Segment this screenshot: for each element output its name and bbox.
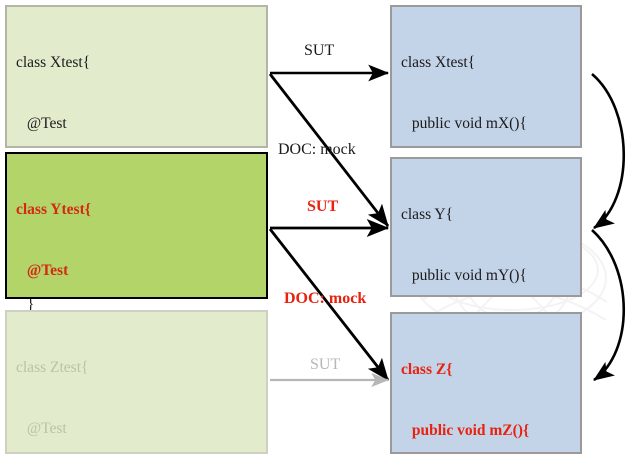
code-line: public void mZ(){: [411, 421, 530, 439]
test-class-box-ytest[interactable]: class Ytest{ @Test public void testMY(){…: [5, 152, 268, 454]
code-line: class Ztest{: [16, 359, 89, 377]
arrow-label-sut-middle: SUT: [307, 198, 339, 215]
arrow-curve-x-to-y: [591, 73, 626, 230]
code-line: @Test: [26, 419, 67, 437]
arrow-label-doc-mock-middle: DOC: mock: [284, 290, 367, 307]
test-class-box-ztest[interactable]: class Ztest{ @Test public void testMZ(){…: [5, 310, 268, 454]
code-line: @Test: [26, 114, 67, 132]
code-line: public void mX(){: [411, 114, 527, 132]
code-line: class Y{: [401, 206, 454, 224]
test-class-box-xtest[interactable]: class Xtest{ @Test public void testMX(){…: [5, 5, 268, 373]
prod-class-box-y[interactable]: class Y{ public void mY(){ //code with Z…: [390, 157, 582, 405]
code-line: class Ytest{: [16, 201, 91, 219]
arrow-label-sut-bottom: SUT: [310, 356, 341, 373]
code-line: public void mY(){: [411, 266, 527, 284]
code-line: class Xtest{: [401, 54, 476, 72]
code-line: @Test: [26, 261, 69, 279]
arrow-label-doc-mock-top: DOC: mock: [278, 141, 356, 158]
code-line: }: [26, 295, 35, 313]
arrow-curve-y-to-z: [591, 229, 626, 382]
prod-class-box-x[interactable]: class Xtest{ public void mX(){ //code wi…: [390, 5, 582, 373]
arrow-label-sut-top: SUT: [304, 42, 335, 59]
code-line: class Xtest{: [16, 54, 91, 72]
code-line: class Z{: [401, 361, 453, 379]
prod-class-box-z[interactable]: class Z{ public void mZ(){ //code } }: [390, 312, 582, 454]
